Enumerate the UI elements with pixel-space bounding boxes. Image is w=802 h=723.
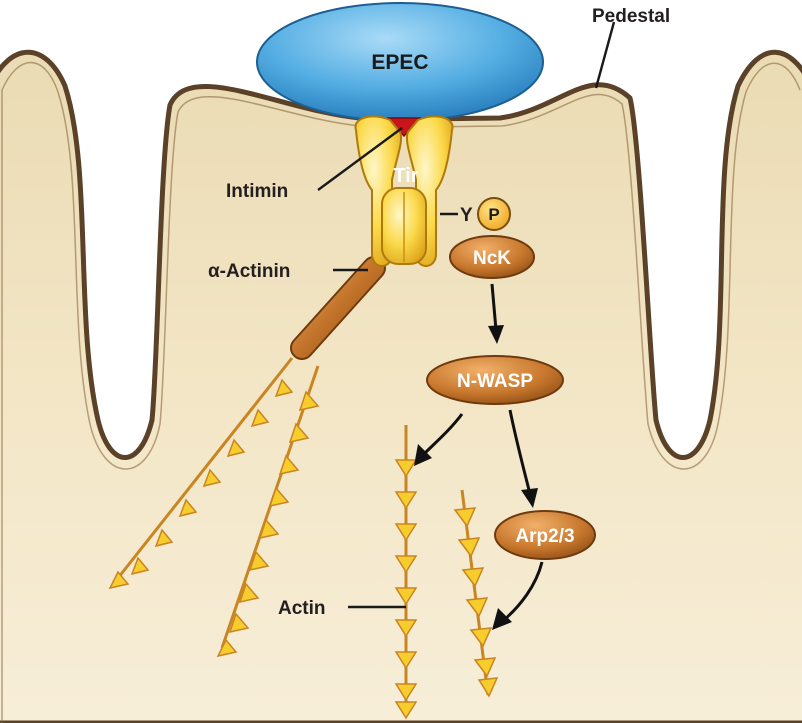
actin-filament-left-2: [216, 365, 320, 658]
alpha-actinin-rod: [290, 256, 386, 360]
phosphate-label: P: [488, 205, 499, 224]
arrow-nwasp-to-arp23: [508, 409, 538, 508]
arrow-nwasp-to-actin: [414, 413, 464, 466]
pedestal-label: Pedestal: [592, 6, 670, 27]
actin-label: Actin: [278, 598, 326, 619]
arp23-protein: [494, 510, 596, 560]
intimin-label: Intimin: [226, 181, 288, 202]
nck-label: NcK: [473, 248, 511, 269]
actin-filament-center-1: [394, 425, 418, 720]
n-wasp-protein: [426, 355, 564, 405]
pedestal-pointer: [594, 21, 616, 89]
arrow-arp23-to-actin: [492, 561, 544, 630]
alpha-actinin-label: α-Actinin: [208, 261, 290, 282]
arp23-label: Arp2/3: [515, 526, 574, 547]
arrow-nck-to-nwasp: [488, 283, 504, 344]
n-wasp-label: N-WASP: [457, 371, 533, 392]
tir-y-label: Y: [460, 205, 473, 226]
tir-label: Tir: [393, 165, 418, 187]
intimin-pointer: [317, 127, 403, 191]
actin-filament-left-1: [108, 357, 294, 590]
actin-filament-center-2: [453, 489, 499, 698]
nck-protein: [449, 235, 535, 279]
epec-label: EPEC: [371, 51, 428, 74]
phosphate-circle: [477, 197, 511, 231]
